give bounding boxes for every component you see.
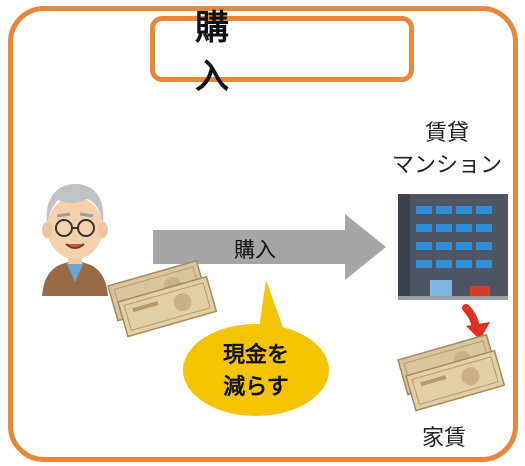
red-arrow-icon — [462, 304, 490, 340]
person-icon — [42, 184, 108, 296]
building-label: 賃貸 マンション — [372, 118, 522, 182]
page-title: 購 入 — [195, 8, 343, 97]
cash-icon — [397, 333, 506, 412]
title-box: 購 入 — [150, 8, 414, 97]
bubble-text: 現金を 減らす — [186, 340, 326, 404]
purchase-arrow — [153, 214, 386, 280]
speech-bubble — [183, 280, 329, 416]
arrow-label: 購入 — [234, 238, 276, 262]
building-label-line1: 賃貸 — [424, 121, 469, 146]
bubble-line2: 減らす — [223, 375, 289, 400]
building-icon — [398, 194, 508, 300]
bubble-line1: 現金を — [222, 343, 289, 368]
cash-icon — [107, 259, 218, 338]
building-label-line2: マンション — [391, 153, 502, 178]
rent-label: 家賃 — [421, 426, 466, 451]
